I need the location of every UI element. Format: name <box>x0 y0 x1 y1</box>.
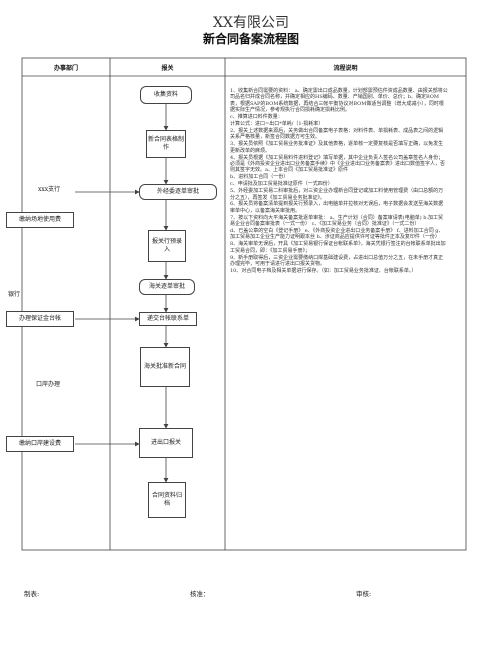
box-customs-query: 报关行预录入 <box>148 230 186 262</box>
desc-step-7: 7、按以下资料向大平海关备案批逐单审批： a、生产计划（合同）备案审请表(电脑单… <box>230 214 444 228</box>
box-bank-ledger: 办理保证金台帐 <box>6 311 74 327</box>
desc-step-4c: c、申请批及加工贸易批准证原件（一式四份） <box>230 181 333 188</box>
footer-reviewed-by: 审核: <box>356 590 372 598</box>
desc-step-3: 3、报关员依照《加工贸易业务批准证》及其他表格，逐单核一定要复核是否填写正确，以… <box>230 141 444 154</box>
desc-step-9: 9、新手册取得后，三资企业需要缴纳口岸基础建设费，占进出口总值万分之五，在未手册… <box>230 254 444 268</box>
header-customs: 报关 <box>161 65 174 72</box>
footer-approved-by: 核准： <box>190 590 210 598</box>
desc-step-2: 2、报关上述数据来源后，关务做出合同备案电子表格：对料件表、单损耗表、成品表之间… <box>230 127 444 141</box>
desc-step-7d: d、已盖公章的空白《登记手册》 e、《外商投资企业进出口业务备案手册》 f、进料… <box>230 228 444 241</box>
box-approval: 外经委逐单审批 <box>139 184 217 200</box>
desc-step-4: 4、报关员根据《加工贸易料件进料登记》填写单据，其中企业负责人签名公司盖章签名人… <box>230 154 446 174</box>
desc-step-6: 6、报关员将备案清单提到报关行预录入，出电脑单并拉核对无误后，电子数据会发送至海… <box>230 201 444 214</box>
box-import-export: 进出口报关 <box>139 428 193 458</box>
box-port-fee: 缴纳口岸建设费 <box>6 436 74 452</box>
desc-step-1: 1、收集新合同需要的资料： a、确定需出口成品数量，计划部需预估件资成品数量、由… <box>230 88 448 114</box>
header-department: 办事部门 <box>53 65 78 72</box>
box-collect: 收集资料 <box>140 86 192 104</box>
desc-step-8: 8、海关审单无误后，开具《加工贸易银行保证台帐联系单》，海关凭银行签注的台帐联系… <box>230 241 446 254</box>
chart-title: 新合同备案流程图 <box>202 32 299 46</box>
box-submit-ledger: 递交台帐联系单 <box>139 312 197 326</box>
table-frame <box>21 57 467 551</box>
box-archive: 合同资料归档 <box>148 482 186 518</box>
box-customs-approve: 海关批准新合同 <box>140 347 190 387</box>
box-contract-form: 新合同表格制作 <box>146 130 186 158</box>
company-name: XX有限公司 <box>213 15 289 31</box>
header-description: 流程说明 <box>333 65 358 72</box>
label-branch-bank: xxx支行 <box>38 186 61 193</box>
desc-step-5: 5、外经委加工贸易二科审批后，对三资企业办理新合同登记或加工料使用管理费（由口总… <box>230 188 444 201</box>
box-customs-review: 海关逐单审批 <box>139 279 195 295</box>
desc-step-10: 10、对合同电子档及相关单据进行保存。（如：加工贸易业务批准证、台帐联系单。） <box>230 267 417 274</box>
label-port-office: 口岸办理 <box>36 381 61 388</box>
desc-step-1c: c、推算进口料件数量： <box>230 114 283 121</box>
footer-prepared-by: 制表: <box>24 590 40 598</box>
desc-formula: 计算公式：进口=出口*单耗/（1-损耗率） <box>230 121 324 128</box>
desc-step-4b: b、进料加工合同（一份） <box>230 174 289 181</box>
label-bank: 银行 <box>8 291 21 298</box>
process-description: 1、收集新合同需要的资料： a、确定需出口成品数量，计划部需预估件资成品数量、由… <box>230 88 448 275</box>
box-deposit-fee: 缴纳场地使用费 <box>6 212 74 228</box>
